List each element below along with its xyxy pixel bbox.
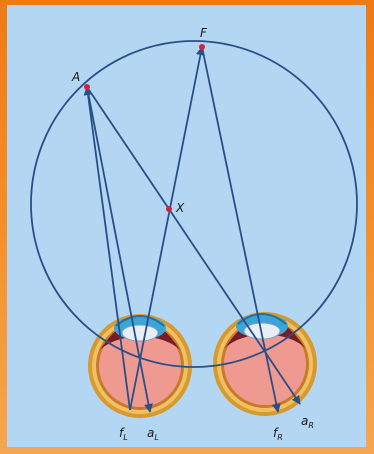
label-fR-sub: R xyxy=(277,433,283,442)
label-X: X xyxy=(175,201,185,215)
label-A: A xyxy=(71,70,80,84)
label-aR: aR xyxy=(301,414,314,430)
left-eye-lens xyxy=(122,325,158,341)
label-aL-main: a xyxy=(147,426,154,440)
label-aR-main: a xyxy=(301,414,308,428)
point-X xyxy=(166,206,172,212)
label-fL-sub: L xyxy=(123,433,127,442)
label-F: F xyxy=(200,26,208,40)
point-F xyxy=(199,44,205,50)
label-fL: fL xyxy=(119,426,128,442)
point-A xyxy=(84,84,90,90)
label-fR: fR xyxy=(273,426,283,442)
label-aL: aL xyxy=(147,426,159,442)
label-aL-sub: L xyxy=(154,433,158,442)
label-aR-sub: R xyxy=(308,421,314,430)
